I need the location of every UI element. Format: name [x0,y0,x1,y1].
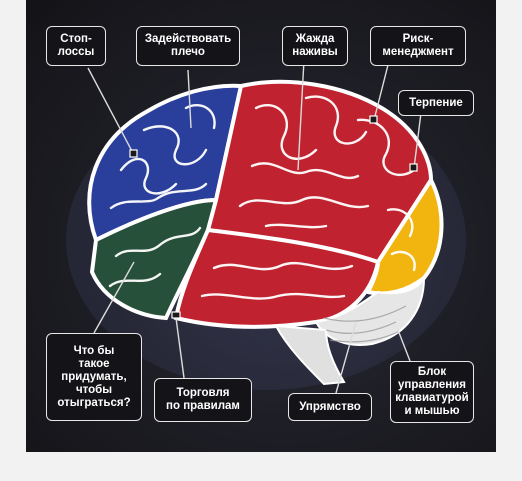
cerebellum [314,277,425,346]
label-risk-management: Риск- менеджмент [370,26,466,66]
label-greed: Жажда наживы [282,26,348,66]
label-rules-trading: Торговля по правилам [154,378,252,422]
label-stop-loss: Стоп- лоссы [46,26,106,66]
label-keyboard-block: Блок управления клавиатурой и мышью [390,361,474,423]
label-patience: Терпение [398,90,474,116]
poster-background: Стоп- лоссы Задействовать плечо Жажда на… [26,0,496,452]
label-stubbornness: Упрямство [288,393,372,421]
label-win-back: Что бы такое придумать, чтобы отыграться… [46,333,142,421]
occipital-lobe-yellow [365,175,444,296]
brain-illustration [66,59,466,394]
brainstem [274,324,346,386]
label-leverage: Задействовать плечо [136,26,240,66]
